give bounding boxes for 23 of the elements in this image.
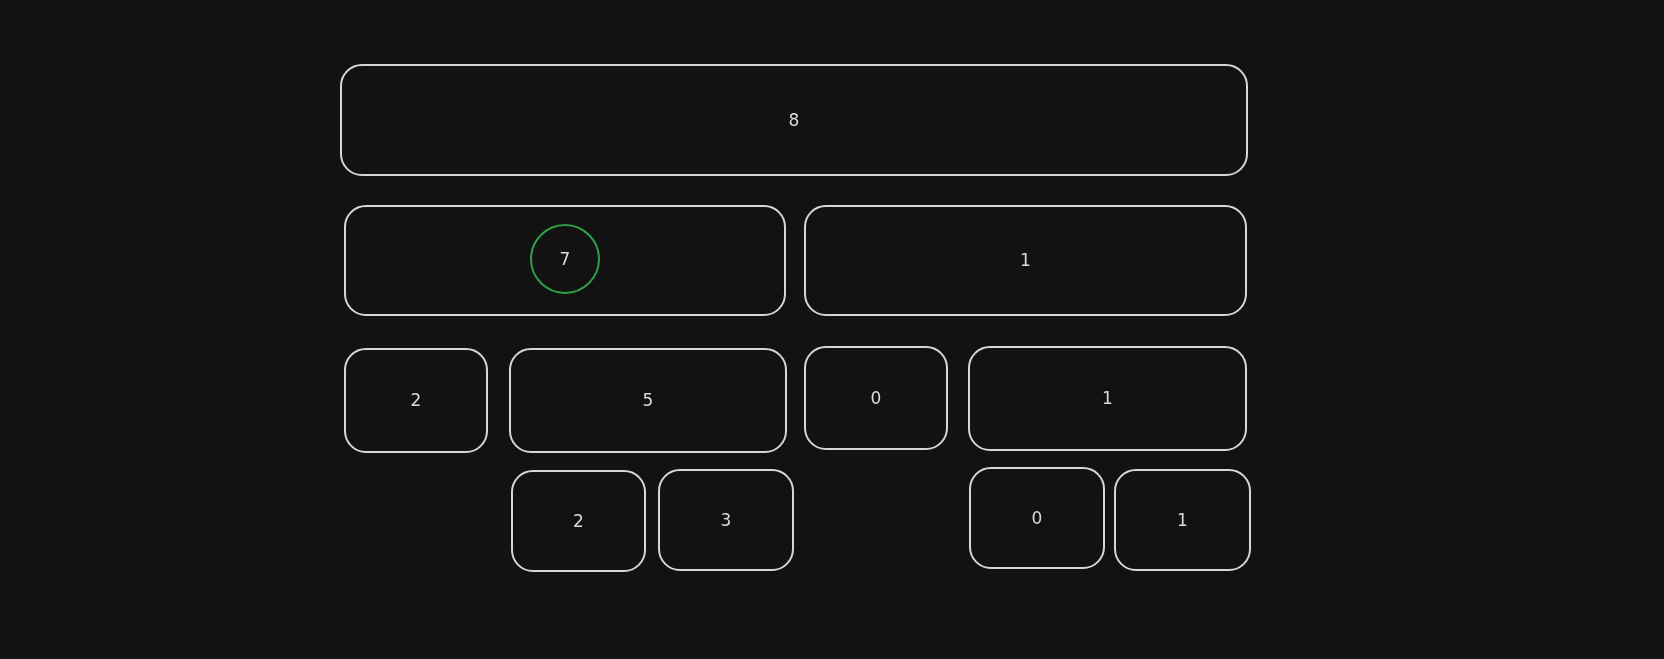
rounded-box: [344, 348, 488, 453]
rounded-box: [968, 346, 1247, 451]
rounded-box: [509, 348, 787, 453]
number-label: 8: [788, 110, 800, 130]
number-label: 5: [642, 391, 654, 410]
number-label: 3: [720, 510, 732, 530]
number-label: 0: [1031, 508, 1043, 528]
number-label: 2: [573, 511, 584, 531]
rounded-box: [804, 205, 1247, 316]
rounded-box: [804, 346, 948, 450]
number-label: 1: [1020, 251, 1031, 270]
number-label: 0: [870, 388, 882, 408]
number-label: 2: [410, 391, 422, 410]
rounded-box: [1114, 469, 1251, 571]
rounded-box: [340, 64, 1248, 176]
rounded-box: [344, 205, 786, 316]
number-label: 1: [1102, 389, 1113, 408]
number-label: 7: [559, 249, 571, 269]
number-label: 1: [1177, 510, 1188, 530]
rounded-box: [969, 467, 1105, 569]
highlight-circle: [530, 224, 600, 294]
rounded-box: [511, 470, 646, 572]
rounded-box: [658, 469, 794, 571]
